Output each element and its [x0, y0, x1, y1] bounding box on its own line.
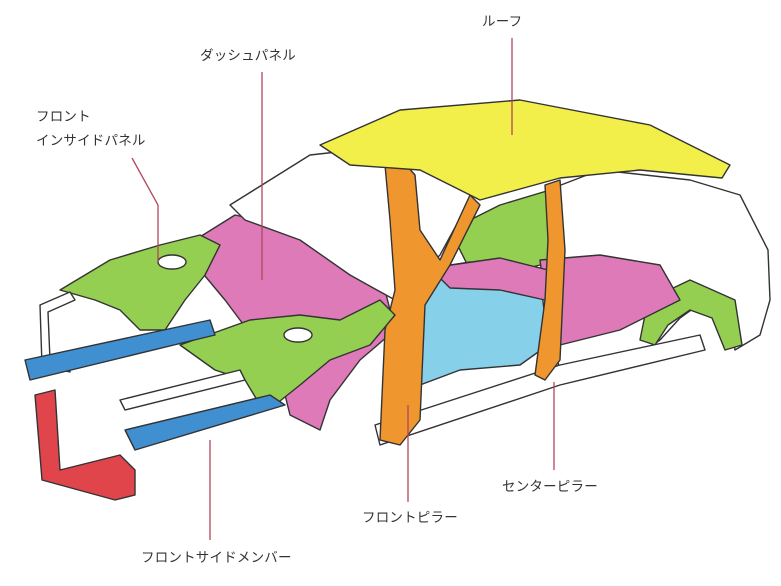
leader-front-inside-panel	[131, 157, 159, 262]
label-front-side-member: フロントサイドメンバー	[141, 550, 292, 566]
strut-top-left	[157, 254, 187, 270]
label-front-inside-panel-line1: フロント	[36, 109, 91, 125]
label-center-pillar: センターピラー	[502, 479, 598, 495]
front-crossmember	[34, 389, 136, 501]
side-sill	[374, 334, 706, 446]
strut-top-right	[283, 327, 313, 343]
front-inside-panel-right	[179, 299, 396, 406]
roof-panel	[319, 99, 731, 201]
front-side-member-lower	[124, 394, 286, 451]
label-front-inside-panel-line2: インサイドパネル	[36, 133, 146, 149]
label-roof: ルーフ	[482, 14, 523, 30]
front-side-member-upper	[24, 319, 216, 381]
front-inside-panel-left	[59, 234, 221, 331]
label-dash-panel: ダッシュパネル	[200, 48, 296, 64]
center-pillar	[534, 179, 566, 381]
label-front-pillar: フロントピラー	[362, 510, 458, 526]
front-frame-lower	[119, 369, 246, 411]
